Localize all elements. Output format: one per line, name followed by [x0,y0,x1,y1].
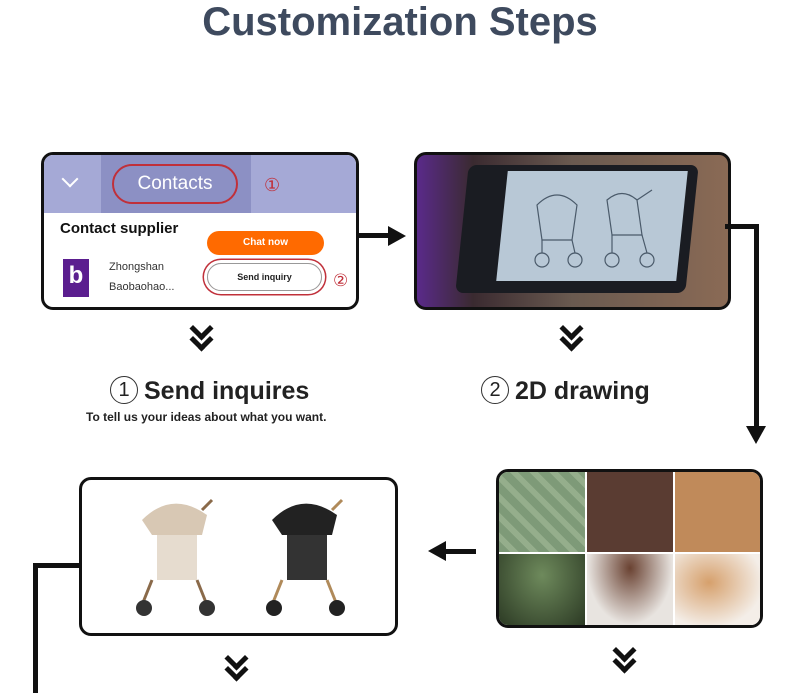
contact-supplier-screenshot: Contacts ① Contact supplier Chat now Sen… [41,152,359,310]
arrow-left-icon [428,541,446,561]
chevron-down-icon [611,638,637,674]
stroller-beige [136,498,215,616]
supplier-name-1: Zhongshan [109,261,165,273]
chevron-down-icon [223,646,249,682]
supplier-name-2: Baobaohao... [109,281,175,293]
connector-line [754,224,759,428]
arrow-line [356,233,388,238]
logo-letter: b [68,262,84,289]
arrow-line [446,549,476,554]
step-title: Send inquires [144,377,310,405]
chat-now-button[interactable]: Chat now [207,231,324,255]
step-title: 2D drawing [515,377,650,405]
tab-contacts[interactable]: Contacts [112,164,238,204]
send-inquiry-button[interactable]: Send inquiry [207,263,322,291]
marker-1: ① [264,175,281,195]
finished-strollers-photo [79,477,398,636]
step-number: 2 [481,376,509,404]
arrow-down-icon [746,426,766,444]
stroller-black [266,498,345,616]
step-number: 1 [110,376,138,404]
page-title: Customization Steps [202,0,598,44]
contact-supplier-heading: Contact supplier [60,220,179,237]
connector-line [725,224,759,229]
step-1-subtitle: To tell us your ideas about what you wan… [86,410,327,424]
chevron-down-icon [558,316,584,352]
drawing-photo [414,152,731,310]
supplier-logo: b [63,259,89,297]
fabric-swatches [496,469,763,628]
connector-line [33,563,38,693]
connector-line [33,563,81,568]
stroller-sketch [534,189,655,268]
marker-2: ② [333,271,349,290]
arrow-right-icon [388,226,406,246]
chevron-down-icon [188,316,214,352]
